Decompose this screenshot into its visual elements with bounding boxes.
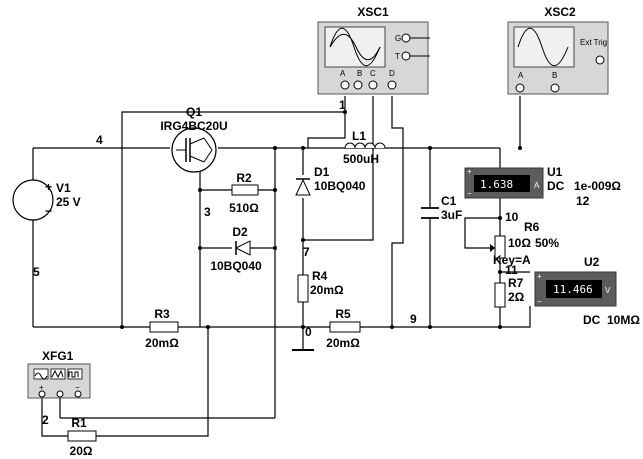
r5-name: R5	[335, 307, 351, 321]
xsc1-port-g-icon	[401, 33, 411, 43]
d1-model: 10BQ040	[314, 179, 366, 193]
d1-name: D1	[314, 165, 330, 179]
node-labels: 1 2 3 4 5 7 9 10 11 12 0	[33, 98, 590, 427]
r7-value: 2Ω	[508, 290, 525, 304]
potentiometer-r6[interactable]	[490, 235, 506, 259]
r1-name: R1	[71, 416, 87, 430]
junction-dots	[120, 110, 522, 329]
resistor-r2	[231, 184, 259, 196]
node-label-4: 4	[96, 133, 103, 147]
node-label-12: 12	[576, 194, 590, 208]
wires	[32, 89, 545, 437]
xsc2-ext-trig-port-icon	[595, 55, 605, 65]
capacitor-c1	[421, 207, 439, 219]
node-label-11: 11	[505, 263, 518, 277]
xsc1-port-a-label: A	[340, 69, 346, 78]
u1-reading: 1.638	[480, 178, 513, 191]
node-label-1: 1	[339, 98, 346, 112]
r6-name: R6	[524, 220, 540, 234]
u2-mode: DC	[583, 313, 601, 327]
u2-plus: +	[537, 272, 542, 281]
v1-value: 25 V	[56, 195, 81, 209]
r4-name: R4	[312, 269, 328, 283]
r1-value: 20Ω	[70, 444, 93, 458]
l1-name: L1	[352, 129, 366, 143]
r2-value: 510Ω	[229, 201, 259, 215]
xsc2-ext-trig-label: Ext Trig	[580, 38, 607, 47]
node-label-3: 3	[204, 205, 211, 219]
u2-reading: 11.466	[553, 283, 593, 296]
u2-unit: V	[605, 286, 611, 295]
d2-model: 10BQ040	[210, 259, 262, 273]
r4-value: 20mΩ	[310, 283, 344, 297]
u1-plus: +	[467, 167, 472, 176]
d2-name: D2	[232, 225, 248, 239]
u2-minus: −	[537, 297, 542, 306]
v1-name: V1	[56, 181, 71, 195]
resistor-r3	[149, 321, 179, 333]
q1-model: IRG4BC20U	[160, 119, 227, 133]
xfg1-title: XFG1	[42, 349, 74, 363]
xsc2-port-b-label: B	[552, 71, 557, 80]
function-generator-xfg1[interactable]: + −	[27, 363, 91, 399]
u1-name: U1	[547, 165, 563, 179]
q1-name: Q1	[186, 105, 202, 119]
resistor-r7	[494, 282, 506, 308]
xsc1-port-d-label: D	[389, 69, 395, 78]
node-label-2: 2	[42, 413, 49, 427]
r6-setting: 50%	[535, 236, 559, 250]
u1-minus: −	[467, 189, 472, 198]
xsc1-t-label: T	[395, 52, 400, 61]
node-label-10: 10	[505, 210, 519, 224]
c1-value: 3uF	[441, 208, 462, 222]
xsc1-g-label: G	[395, 34, 401, 43]
xsc1-port-b-label: B	[357, 69, 362, 78]
voltmeter-u2[interactable]	[534, 271, 617, 307]
r3-name: R3	[154, 307, 170, 321]
resistor-r5	[329, 321, 361, 333]
u1-unit: A	[534, 181, 540, 190]
oscilloscope-xsc1[interactable]: G T A B C D	[317, 21, 430, 95]
xsc1-title: XSC1	[357, 5, 389, 19]
u2-name: U2	[584, 255, 600, 269]
xsc1-port-c-label: C	[370, 69, 376, 78]
node-label-5: 5	[33, 265, 40, 279]
xsc2-port-a-label: A	[518, 71, 524, 80]
node-label-9: 9	[410, 312, 417, 326]
u1-mode: DC	[547, 179, 565, 193]
resistor-r4	[297, 274, 309, 303]
l1-value: 500uH	[343, 152, 379, 166]
r6-key: Key=A	[493, 253, 531, 267]
v1-plus-sign: +	[45, 180, 52, 194]
igbt-q1	[171, 127, 217, 173]
r7-name: R7	[508, 276, 524, 290]
inductor-l1	[344, 142, 386, 149]
u2-resistance: 10MΩ	[607, 313, 640, 327]
r6-value: 10Ω	[508, 236, 531, 250]
oscilloscope-xsc2[interactable]: Ext Trig A B	[507, 21, 609, 95]
c1-name: C1	[441, 194, 457, 208]
r2-name: R2	[236, 171, 252, 185]
r3-value: 20mΩ	[145, 336, 179, 350]
xsc2-title: XSC2	[544, 5, 576, 19]
r5-value: 20mΩ	[326, 336, 360, 350]
ammeter-u1[interactable]	[464, 167, 544, 199]
xfg1-minus-label: −	[75, 383, 80, 392]
u1-resistance: 1e-009Ω	[574, 179, 621, 193]
resistor-r1	[67, 430, 97, 442]
node-label-0: 0	[305, 325, 312, 339]
v1-minus-sign: −	[45, 204, 52, 218]
diode-d1	[295, 178, 311, 196]
node-label-7: 7	[303, 245, 310, 259]
diode-d2	[234, 240, 251, 256]
voltage-source-v1	[12, 179, 54, 221]
xsc1-port-t-icon	[401, 51, 411, 61]
xfg1-plus-label: +	[39, 383, 44, 392]
